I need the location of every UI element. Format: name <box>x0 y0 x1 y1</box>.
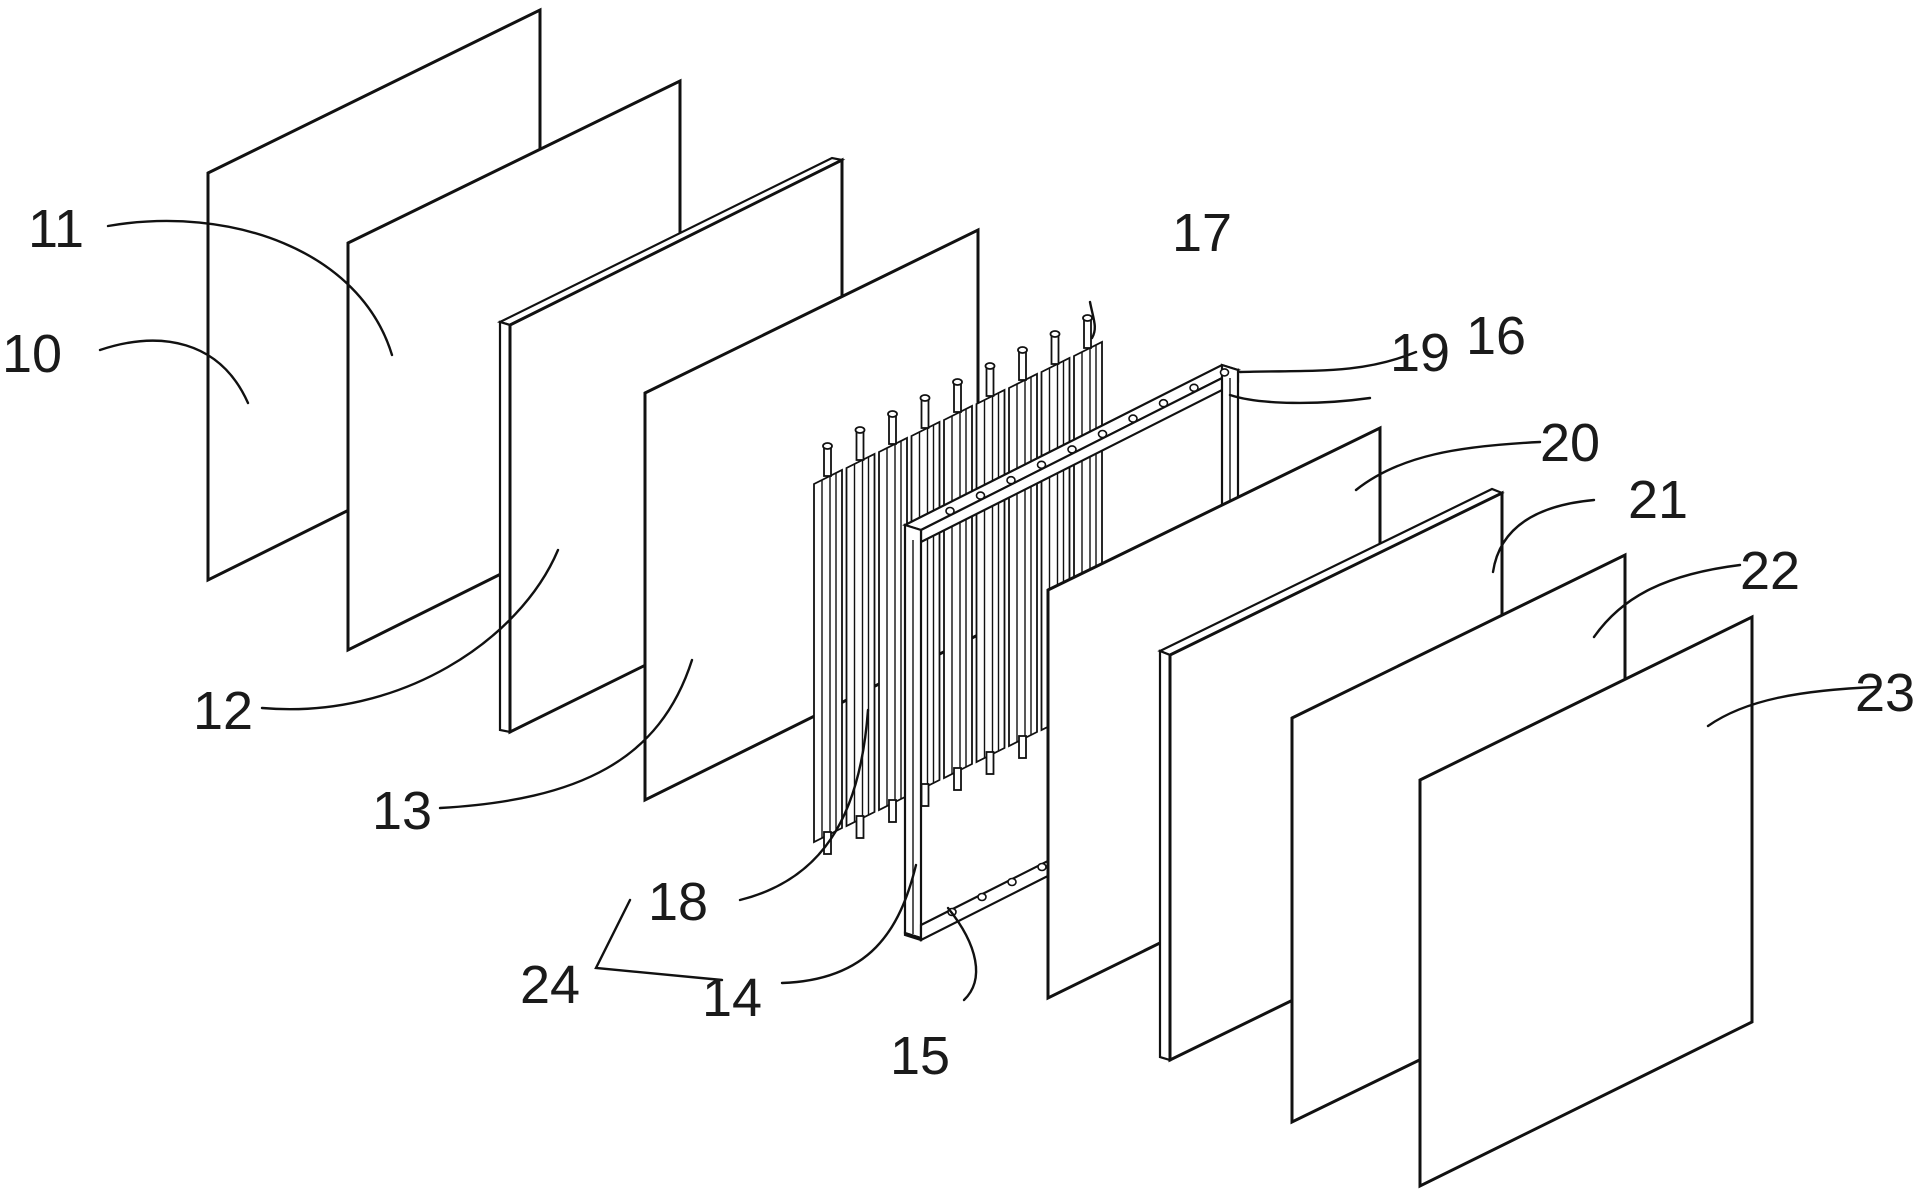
label-18: 18 <box>648 872 708 932</box>
heat-pipe <box>977 363 1005 774</box>
label-15: 15 <box>890 1026 950 1086</box>
frame-hole <box>1038 864 1046 871</box>
label-22: 22 <box>1740 541 1800 601</box>
frame-hole <box>1099 431 1107 438</box>
heat-pipe <box>814 443 842 854</box>
label-11: 11 <box>28 199 84 259</box>
frame-hole <box>1038 461 1046 468</box>
frame-hole <box>1129 415 1137 422</box>
label-21: 21 <box>1628 470 1688 530</box>
frame-hole <box>946 508 954 515</box>
heat-pipe <box>847 427 875 838</box>
heat-pipe <box>879 411 907 822</box>
frame-hole <box>1068 446 1076 453</box>
label-20: 20 <box>1540 413 1600 473</box>
label-24: 24 <box>520 955 580 1015</box>
frame-hole <box>1160 400 1168 407</box>
label-13: 13 <box>372 781 432 841</box>
frame-hole <box>978 894 986 901</box>
heat-pipe <box>944 379 972 790</box>
frame-hole <box>1008 879 1016 886</box>
label-17: 17 <box>1172 203 1232 263</box>
frame-hole <box>1007 477 1015 484</box>
label-12: 12 <box>193 681 253 741</box>
heat-pipe <box>1009 347 1037 758</box>
frame-hole <box>977 492 985 499</box>
frame-hole <box>1190 384 1198 391</box>
frame-hole <box>1221 369 1229 376</box>
label-23: 23 <box>1855 663 1915 723</box>
label-10: 10 <box>2 324 62 384</box>
label-14: 14 <box>702 968 762 1028</box>
label-16: 16 <box>1466 306 1526 366</box>
label-19: 19 <box>1390 323 1450 383</box>
